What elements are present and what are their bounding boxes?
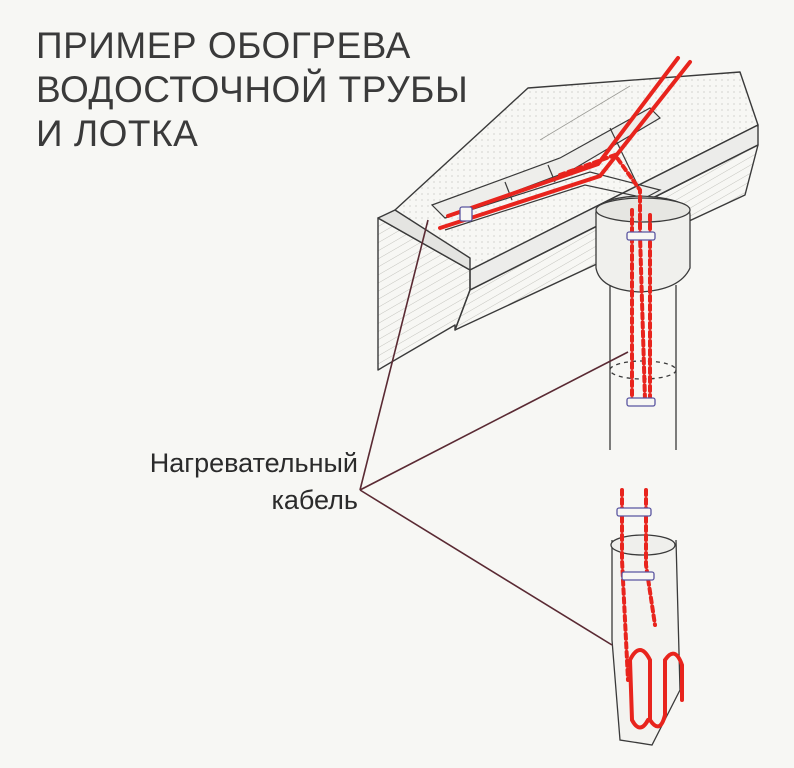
- cable-gutter-run-1: [438, 60, 692, 230]
- cable-gutter-run-2: [446, 56, 680, 218]
- funnel-rim: [595, 197, 691, 223]
- label-line-2: кабель: [271, 485, 358, 515]
- leader-line-pipe-upper: [359, 351, 629, 491]
- roof-structure: [377, 71, 759, 371]
- clip: [459, 206, 473, 222]
- leader-lines: [359, 219, 629, 646]
- leader-line-gutter: [359, 219, 429, 491]
- heating-cable-label: Нагревательный кабель: [58, 445, 358, 519]
- title-line-1: ПРИМЕР ОБОГРЕВА: [36, 25, 411, 66]
- clip: [616, 507, 652, 517]
- cable-clips: [459, 206, 656, 581]
- gutter-wall-right: [444, 171, 662, 231]
- leader-line-pipe-lower: [359, 489, 613, 646]
- cable-pipe-run: [630, 208, 652, 402]
- label-line-1: Нагревательный: [149, 448, 358, 478]
- roof-edge-strip: [377, 209, 471, 271]
- heating-cable: [438, 56, 692, 730]
- pipe-upper: [609, 285, 677, 450]
- diagram-title: ПРИМЕР ОБОГРЕВА ВОДОСТОЧНОЙ ТРУБЫ И ЛОТК…: [36, 24, 506, 156]
- clip: [626, 231, 656, 241]
- clip: [626, 397, 656, 407]
- clip: [621, 571, 655, 581]
- cable-gutter-dashed: [558, 152, 647, 402]
- title-line-3: И ЛОТКА: [36, 113, 199, 154]
- title-line-2: ВОДОСТОЧНОЙ ТРУБЫ: [36, 69, 469, 110]
- pipe-section-ring: [610, 534, 676, 556]
- cable-loop: [628, 648, 684, 730]
